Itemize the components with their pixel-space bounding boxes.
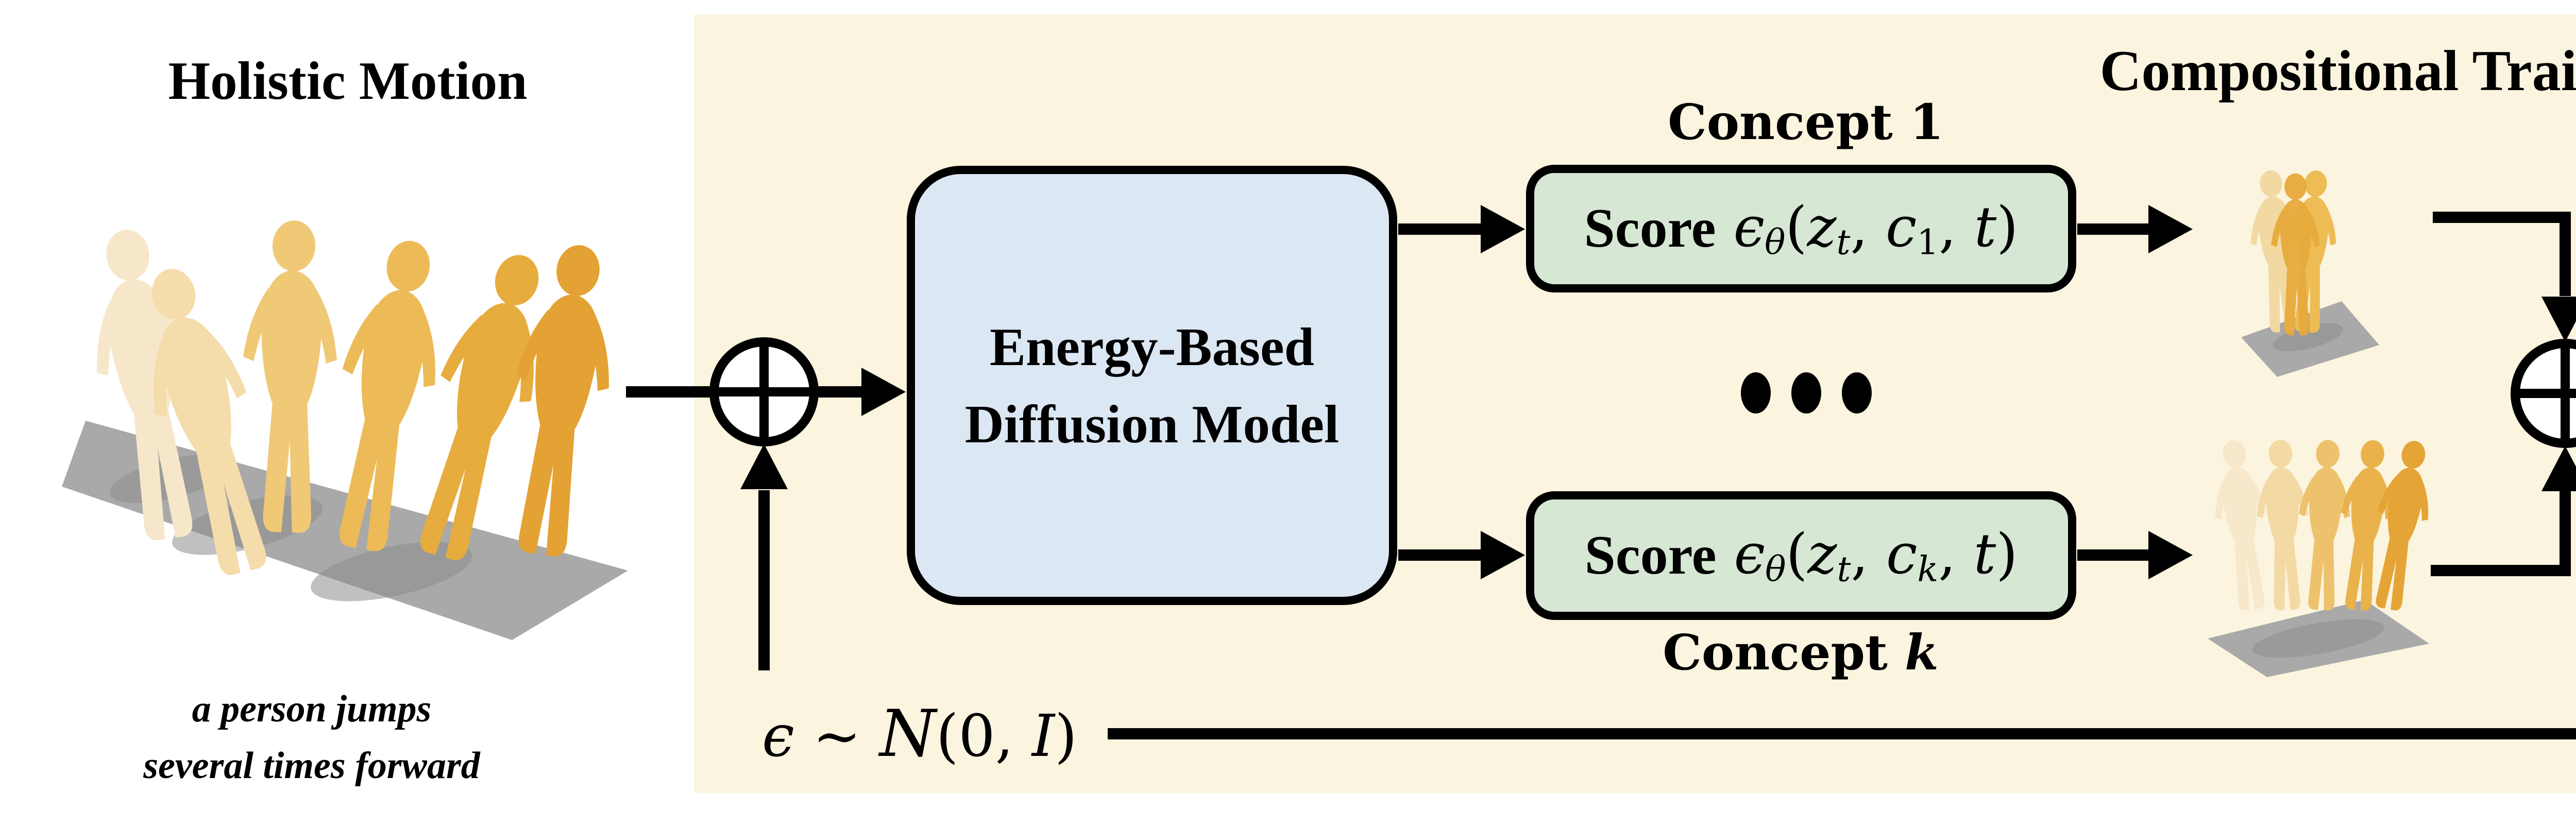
holistic-motion-title: Holistic Motion xyxy=(168,50,528,111)
concept1-label: Concept 1 xyxy=(1668,94,1944,151)
conceptk-label: Concept k xyxy=(1663,624,1939,681)
score-label-k: Score xyxy=(1584,525,1717,586)
holistic-motion-caption: a person jumps several times forward xyxy=(52,681,572,794)
score-formula-k: ϵθ(zt, ck, t) xyxy=(1734,522,2018,590)
score-box-concept1: Score ϵθ(zt, c1, t) xyxy=(1526,165,2076,292)
energy-based-diffusion-model-box: Energy-Based Diffusion Model xyxy=(907,166,1397,605)
caption-line-1: a person jumps xyxy=(192,688,432,730)
score-formula-1: ϵθ(zt, c1, t) xyxy=(1733,195,2019,263)
holistic-motion-render xyxy=(62,219,628,640)
model-box-label: Energy-Based Diffusion Model xyxy=(965,308,1339,462)
score-label-1: Score xyxy=(1584,198,1716,259)
caption-line-2: several times forward xyxy=(143,745,480,787)
model-box-label-line1: Energy-Based xyxy=(989,317,1314,377)
noise-distribution-label: ϵ ∼ N(0, I) xyxy=(762,696,1077,771)
model-box-label-line2: Diffusion Model xyxy=(964,393,1340,454)
score-box-conceptk: Score ϵθ(zt, ck, t) xyxy=(1526,491,2076,620)
panel-title: Compositional Training Paradigm xyxy=(2099,39,2576,103)
